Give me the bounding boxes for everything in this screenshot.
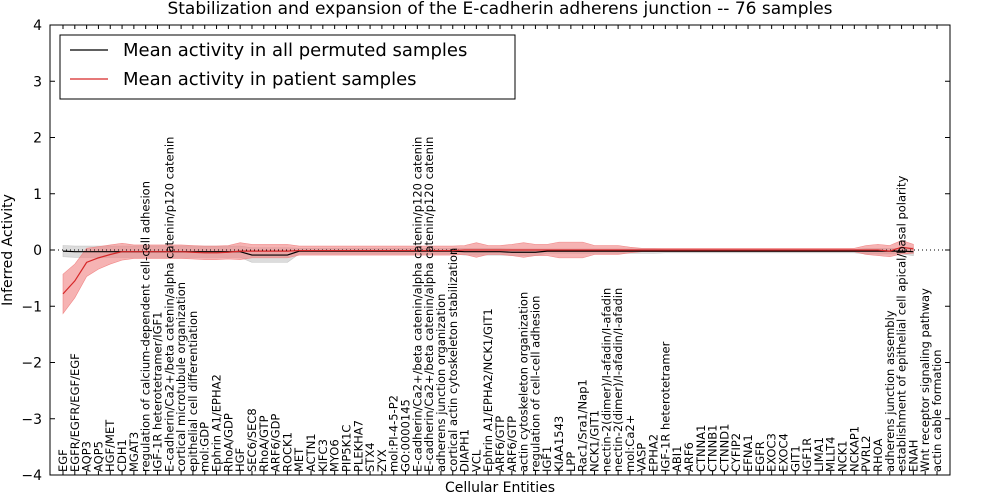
y-tick-label: 4 [33, 18, 42, 34]
x-tick-label: adherens junction assembly [883, 310, 897, 472]
x-tick-label: MET [292, 447, 306, 472]
x-tick-label: RHOA [871, 439, 885, 472]
x-tick-label: MLLT4 [824, 437, 838, 473]
x-tick-label: actin cytoskeleton organization [517, 292, 531, 472]
x-tick-label: MYO6 [328, 439, 342, 472]
x-tick-label: CDH1 [115, 439, 129, 472]
x-tick-label: SEC6/SEC8 [245, 408, 259, 472]
y-tick-label: 1 [33, 187, 42, 203]
x-tick-label: IGF-1R heterotetramer [658, 341, 672, 472]
y-axis-label: Inferred Activity [0, 194, 16, 306]
y-tick-label: −3 [21, 412, 42, 428]
x-tick-label: nectin-2(dimer)/I-afadin/I-afadin [599, 288, 613, 472]
x-tick-label: ARF6/GDP [269, 414, 283, 472]
x-tick-label: STX4 [363, 442, 377, 472]
x-tick-label: regulation of calcium-dependent cell-cel… [139, 181, 153, 472]
x-tick-label: cortical microtubule organization [174, 282, 188, 472]
y-tick-label: 0 [33, 243, 42, 259]
x-tick-label: KIAA1543 [552, 416, 566, 472]
x-tick-label: nectin-2(dimer)/I-afadin/I-afadin [611, 288, 625, 472]
x-tick-label: actin cable formation [930, 349, 944, 472]
x-tick-label: HGF/MET [103, 419, 117, 472]
x-tick-label: EGFR/EGFR/EGF/EGF [68, 353, 82, 472]
x-tick-label: adherens junction organization [434, 294, 448, 472]
x-tick-label: CTNNB1 [706, 425, 720, 472]
x-tick-label: HGF [233, 448, 247, 472]
x-tick-label: EFNA1 [741, 434, 755, 472]
x-tick-label: NCKAP1 [847, 426, 861, 472]
plot-area: −4 −3 −2 −1 0 1 2 3 4EGFEGFR/EGFR/EGF/EGFAQP3AQP… [21, 18, 951, 484]
x-tick-label: CYFIP2 [729, 433, 743, 472]
x-tick-label: PVRL2 [859, 435, 873, 472]
y-tick-label: 3 [33, 74, 42, 90]
series-band-1 [62, 240, 914, 315]
x-tick-label: ROCK1 [280, 432, 294, 472]
x-tick-label: mol:PI-4-5-P2 [387, 395, 401, 472]
x-tick-label: ARF6/GTP [505, 416, 519, 472]
y-tick-label: 2 [33, 131, 42, 147]
x-tick-label: GIT1 [788, 445, 802, 472]
x-tick-label: LPP [564, 452, 578, 472]
legend: Mean activity in all permuted samplesMea… [59, 34, 516, 100]
x-tick-label: regulation of cell-cell adhesion [528, 296, 542, 472]
x-tick-label: RhoA/GTP [257, 415, 271, 472]
y-tick-label: −2 [21, 356, 42, 372]
x-tick-label: CTNNA1 [694, 425, 708, 472]
x-tick-label: EXOC4 [776, 433, 790, 472]
x-tick-label: CTNND1 [717, 424, 731, 472]
x-tick-label: ACTN1 [304, 433, 318, 472]
y-tick-label: −4 [21, 468, 42, 484]
x-tick-label: ENAH [906, 440, 920, 472]
x-tick-label: EXOC3 [765, 433, 779, 472]
x-tick-label: epithelial cell differentiation [186, 311, 200, 472]
y-tick-label: −1 [21, 299, 42, 315]
x-tick-label: VCL [469, 449, 483, 472]
chart-title: Stabilization and expansion of the E-cad… [167, 0, 832, 19]
x-tick-label: IGF1 [540, 446, 554, 472]
series-line-0 [62, 250, 914, 256]
x-tick-label: MGAT3 [127, 432, 141, 472]
x-tick-label: IGF-1R heterotetramer/IGF1 [150, 312, 164, 472]
x-tick-label: ARF6/GTP [493, 416, 507, 472]
x-tick-label: E-cadherin/Ca2+/beta catenin/alpha caten… [410, 137, 424, 472]
legend-box [59, 34, 516, 100]
x-tick-label: LIMA1 [812, 437, 826, 472]
x-tick-label: RhoA/GDP [221, 413, 235, 472]
x-tick-label: cortical actin cytoskeleton stabilizatio… [446, 248, 460, 472]
x-tick-label: E-cadherin/Ca2+/beta catenin/alpha caten… [422, 137, 436, 472]
x-tick-label: ZYX [375, 449, 389, 472]
x-tick-label: AQP3 [80, 441, 94, 472]
x-tick-label: GO:0000145 [399, 399, 413, 472]
x-tick-label: mol:GDP [198, 422, 212, 472]
x-tick-label: EGF [56, 449, 70, 472]
x-tick-label: VASP [635, 443, 649, 472]
x-tick-label: ABI1 [670, 446, 684, 472]
x-tick-label: KIFC3 [316, 439, 330, 472]
x-tick-label: IGF1R [800, 438, 814, 472]
x-tick-label: PLEKHA7 [351, 420, 365, 472]
x-axis-label: Cellular Entities [445, 480, 555, 496]
x-tick-label: E-cadherin/Ca2+/beta catenin/alpha caten… [162, 137, 176, 472]
x-tick-label: DIAPH1 [458, 429, 472, 472]
x-tick-label: NCK1 [836, 441, 850, 473]
legend-label-1: Mean activity in patient samples [123, 69, 417, 90]
x-tick-label: establishment of epithelial cell apical/… [895, 176, 909, 472]
x-tick-label: Ephrin A1/EPHA2/NCK1/GIT1 [481, 308, 495, 472]
x-tick-label: Ephrin A1/EPHA2 [210, 374, 224, 472]
x-tick-label: mol:Ca2+ [623, 415, 637, 472]
x-tick-label: EPHA2 [647, 434, 661, 472]
x-tick-label: ARF6 [682, 442, 696, 472]
legend-label-0: Mean activity in all permuted samples [123, 40, 467, 61]
x-tick-label: EGFR [753, 441, 767, 472]
x-tick-label: Rac1/Sra1/Nap1 [576, 379, 590, 472]
x-tick-label: NCK1/GIT1 [587, 410, 601, 472]
x-tick-label: PIP5K1C [339, 425, 353, 472]
series-line-1 [62, 246, 914, 295]
x-tick-label: AQP5 [91, 441, 105, 472]
x-tick-label: Wnt receptor signaling pathway [918, 288, 932, 472]
